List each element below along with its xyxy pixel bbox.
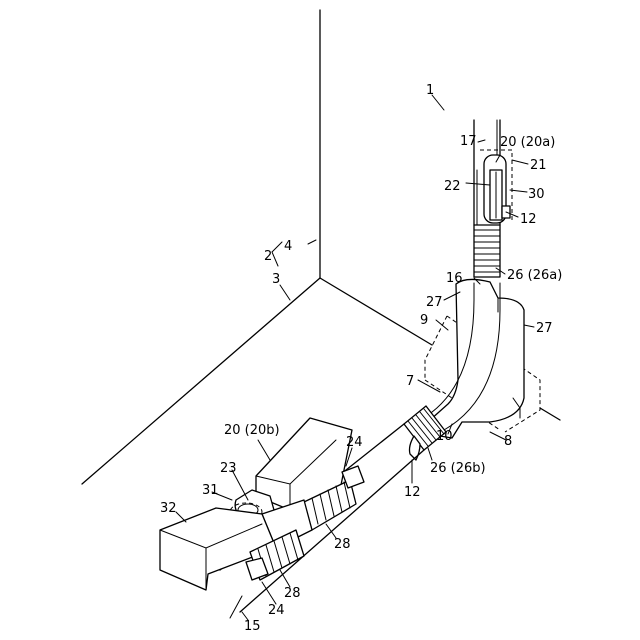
label-27-upper: 27 bbox=[426, 295, 443, 310]
label-31: 31 bbox=[202, 483, 219, 498]
label-9: 9 bbox=[420, 313, 428, 328]
label-22: 22 bbox=[444, 179, 461, 194]
label-17: 17 bbox=[460, 134, 477, 149]
label-4: 4 bbox=[284, 239, 292, 254]
label-2: 2 bbox=[264, 249, 272, 264]
label-20b: 20 (20b) bbox=[224, 423, 280, 438]
label-23: 23 bbox=[220, 461, 237, 476]
label-12-upper: 12 bbox=[520, 212, 537, 227]
label-24-lower: 24 bbox=[268, 603, 285, 618]
label-12-lower: 12 bbox=[404, 485, 421, 500]
label-28-lower: 28 bbox=[284, 586, 301, 601]
label-27-right: 27 bbox=[536, 321, 553, 336]
label-24-upper: 24 bbox=[346, 435, 363, 450]
label-10: 10 bbox=[436, 429, 453, 444]
label-32: 32 bbox=[160, 501, 177, 516]
label-26b: 26 (26b) bbox=[430, 461, 486, 476]
upper-corrugation bbox=[474, 225, 500, 277]
label-28-upper: 28 bbox=[334, 537, 351, 552]
label-30: 30 bbox=[528, 187, 545, 202]
label-26a: 26 (26a) bbox=[507, 268, 562, 283]
label-7: 7 bbox=[406, 374, 414, 389]
label-8: 8 bbox=[504, 434, 512, 449]
label-3: 3 bbox=[272, 272, 280, 287]
floor-right-edge bbox=[320, 278, 432, 345]
label-16: 16 bbox=[446, 271, 463, 286]
label-15: 15 bbox=[244, 619, 261, 634]
floor-right-edge-far bbox=[540, 408, 560, 420]
label-1: 1 bbox=[426, 83, 434, 98]
label-20a: 20 (20a) bbox=[500, 135, 555, 150]
label-21: 21 bbox=[530, 158, 547, 173]
